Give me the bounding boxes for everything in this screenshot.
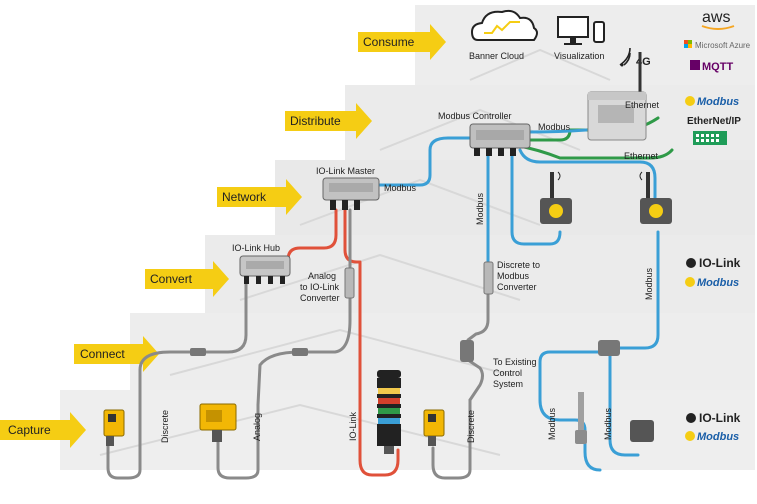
banner-cloud-label: Banner Cloud	[469, 51, 524, 61]
tier-arrow-consume: Consume	[358, 24, 446, 60]
tier-label-consume: Consume	[363, 35, 415, 49]
splitter-left	[460, 340, 474, 362]
modbus-controller-out-label: Modbus	[538, 122, 571, 132]
modbus-controller-label: Modbus Controller	[438, 111, 512, 121]
mqtt-logo-icon	[690, 60, 700, 70]
modbus-logo-capture-text: Modbus	[697, 431, 739, 443]
aws-logo: aws	[702, 9, 730, 26]
ethernet-cable-mid	[513, 143, 674, 160]
cellular-signal-icon	[619, 47, 631, 67]
modbus-logo-convert-text: Modbus	[697, 277, 739, 289]
io-link-master-label: IO-Link Master	[316, 166, 375, 176]
analog-label: Analog	[252, 413, 262, 441]
io-link-master-device	[322, 177, 380, 210]
discrete-modbus-converter-device	[483, 261, 494, 295]
discrete-sensor-mid	[423, 409, 445, 446]
wireless-node-right	[639, 171, 672, 224]
tier-arrow-connect: Connect	[74, 336, 159, 372]
io-link-hub-device	[239, 255, 291, 284]
profinet-style-logo-icon	[693, 131, 727, 145]
io-link-label: IO-Link	[348, 411, 358, 441]
tier-label-convert: Convert	[150, 272, 193, 286]
discrete-sensor-left	[103, 409, 125, 446]
ethernet-label-mid: Ethernet	[624, 151, 659, 161]
io-link-logo-convert: IO-Link	[686, 256, 741, 270]
banner-cloud-icon	[470, 9, 538, 41]
io-link-cable-hub	[286, 208, 338, 262]
modbus-probe-sensor	[575, 392, 587, 444]
tier-arrow-capture: Capture	[0, 412, 86, 448]
tower-light	[377, 370, 401, 454]
cable-analog-sensor	[216, 403, 260, 480]
discrete-converter-label-2: Modbus	[497, 271, 530, 281]
modbus-box-sensor	[630, 420, 654, 442]
modbus-cable-bottom-left	[538, 350, 602, 472]
modbus-controller-device	[469, 123, 531, 156]
discrete-converter-label-1: Discrete to	[497, 260, 540, 270]
tier-label-capture: Capture	[8, 423, 51, 437]
modbus-cable-right-down	[618, 230, 660, 350]
modbus-cable-master-controller	[378, 136, 472, 187]
mqtt-logo: MQTT	[702, 61, 733, 73]
cable-discrete-sensor	[431, 398, 472, 480]
modbus-logo-distribute: Modbus	[685, 96, 739, 108]
io-link-logo-convert-text: IO-Link	[699, 256, 741, 270]
modbus-cable-bottom-right	[608, 353, 640, 457]
modbus-bottom-2-label: Modbus	[603, 407, 613, 440]
existing-control-label-1: To Existing	[493, 357, 537, 367]
modbus-cable-node-right	[518, 148, 657, 202]
modbus-cable-node-left	[510, 148, 562, 246]
discrete-left-label: Discrete	[160, 410, 170, 443]
io-link-hub-label: IO-Link Hub	[232, 243, 280, 253]
staircase-background	[60, 5, 755, 470]
io-link-logo-capture: IO-Link	[686, 411, 741, 425]
splitter-right	[598, 340, 620, 356]
modbus-logo-convert: Modbus	[685, 277, 739, 289]
aws-smile-icon	[701, 25, 735, 30]
modbus-master-out-label: Modbus	[384, 183, 417, 193]
discrete-mid-label: Discrete	[466, 410, 476, 443]
io-link-logo-capture-text: IO-Link	[699, 411, 741, 425]
existing-control-label-2: Control	[493, 368, 522, 378]
discrete-converter-label-3: Converter	[497, 282, 537, 292]
analog-converter-device	[344, 267, 355, 299]
ethernet-ip-logo: EtherNet/IP	[687, 116, 741, 127]
modbus-bottom-1-label: Modbus	[547, 407, 557, 440]
modbus-right-label: Modbus	[644, 267, 654, 300]
tier-label-network: Network	[222, 190, 267, 204]
modbus-vertical-label: Modbus	[475, 192, 485, 225]
modbus-cable-controller-gateway	[526, 128, 588, 134]
tier-arrow-network: Network	[217, 179, 302, 215]
cellular-4g-label: 4G	[636, 56, 651, 68]
inline-connectors	[190, 348, 308, 356]
tier-label-distribute: Distribute	[290, 114, 341, 128]
tier-arrow-distribute: Distribute	[285, 103, 372, 139]
analog-sensor	[199, 403, 237, 442]
microsoft-azure-logo	[684, 40, 692, 48]
wireless-node-left	[540, 171, 572, 224]
gateway-device	[587, 52, 647, 141]
modbus-logo-capture: Modbus	[685, 431, 739, 443]
cable-analog-converter	[256, 208, 352, 407]
microsoft-azure-label: Microsoft Azure	[695, 41, 751, 50]
io-link-cable	[343, 208, 400, 477]
analog-converter-label-2: to IO-Link	[300, 282, 340, 292]
visualization-label: Visualization	[554, 51, 604, 61]
cable-hub-to-sensor	[106, 280, 248, 480]
ethernet-label-top: Ethernet	[625, 100, 660, 110]
tier-label-connect: Connect	[80, 347, 125, 361]
existing-control-label-3: System	[493, 379, 523, 389]
tier-arrow-convert: Convert	[145, 261, 229, 297]
modbus-logo-distribute-text: Modbus	[697, 96, 739, 108]
analog-converter-label-1: Analog	[308, 271, 336, 281]
analog-converter-label-3: Converter	[300, 293, 340, 303]
visualization-icon	[557, 16, 605, 45]
